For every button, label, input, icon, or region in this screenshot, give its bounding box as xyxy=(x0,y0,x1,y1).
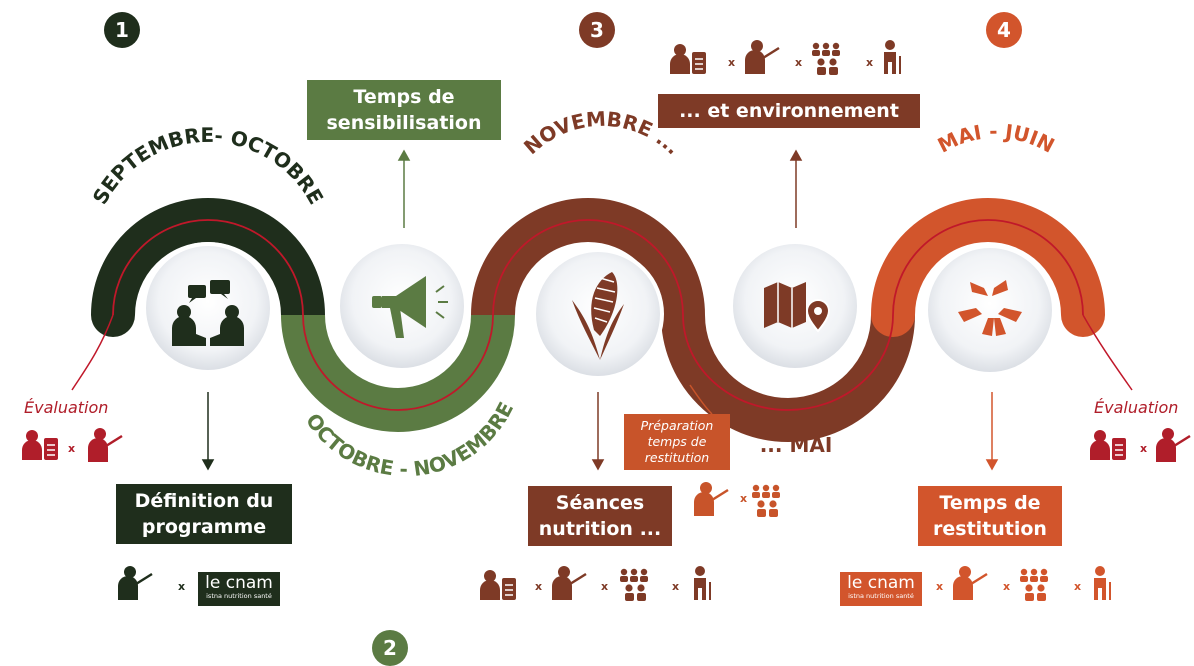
corn-icon xyxy=(572,272,624,360)
multiply-sign: x xyxy=(795,56,803,69)
restitution-box: Temps de restitution xyxy=(918,486,1062,546)
evaluation-connector-left xyxy=(71,314,114,391)
multiply-sign: x xyxy=(1003,580,1011,593)
box-line: programme xyxy=(141,516,267,538)
teacher-icon xyxy=(552,566,587,600)
cnam-logo: le cnam istna nutrition santé xyxy=(198,572,280,606)
period-label-4: ... MAI xyxy=(760,433,833,457)
step-badge-4: 4 xyxy=(986,12,1022,48)
teacher-icon xyxy=(1156,428,1191,462)
box-line: restitution xyxy=(933,518,1047,540)
box-line: sensibilisation xyxy=(326,112,482,134)
multiply-sign: x xyxy=(866,56,874,69)
multiply-sign: x xyxy=(936,580,944,593)
environnement-box: ... et environnement xyxy=(658,94,920,128)
period-label-1: SEPTEMBRE- OCTOBRE xyxy=(88,123,329,208)
arrow-step2 xyxy=(397,149,411,228)
box-line: Temps de xyxy=(353,86,455,108)
prep-line: restitution xyxy=(644,450,710,465)
arrow-step3b xyxy=(789,149,803,228)
period-label-5: MAI - JUIN xyxy=(934,119,1059,158)
prep-line: temps de xyxy=(647,434,707,449)
multiply-sign: x xyxy=(740,492,748,505)
logo-name: le cnam xyxy=(847,573,915,593)
teacher-icon xyxy=(745,40,780,74)
box-line: ... et environnement xyxy=(679,100,899,122)
nutritionist-icon xyxy=(480,570,516,600)
sensibilisation-box: Temps de sensibilisation xyxy=(307,80,501,140)
prep-line: Préparation xyxy=(640,418,714,433)
teacher-icon xyxy=(953,566,988,600)
box-line: Définition du xyxy=(134,490,274,512)
hands-circle-icon xyxy=(958,280,1022,336)
box-line: Séances xyxy=(555,492,645,514)
nutritionist-icon xyxy=(22,430,58,460)
wave-red-line xyxy=(112,219,1084,411)
preparation-connector xyxy=(689,384,713,415)
seances-nutrition-box: Séances nutrition ... xyxy=(528,486,672,546)
step-badge-2: 2 xyxy=(372,630,408,666)
arrow-step1 xyxy=(201,392,215,471)
multiply-sign: x xyxy=(535,580,543,593)
preparation-restitution-box: Préparation temps de restitution xyxy=(624,414,730,470)
elder-person-icon xyxy=(1094,566,1111,600)
multiply-sign: x xyxy=(68,442,76,455)
circle-step1 xyxy=(142,242,274,374)
group-people-icon xyxy=(620,568,648,601)
step-badge-3: 3 xyxy=(579,12,615,48)
teacher-icon xyxy=(118,566,153,600)
definition-programme-box: Définition du programme xyxy=(116,484,292,544)
logo-subtitle: istna nutrition santé xyxy=(848,592,914,600)
meeting-people-icon xyxy=(172,280,244,346)
elder-person-icon xyxy=(694,566,711,600)
group-people-icon xyxy=(1020,568,1048,601)
box-line: Temps de xyxy=(939,492,1041,514)
multiply-sign: x xyxy=(1140,442,1148,455)
arrow-step4 xyxy=(985,392,999,471)
multiply-sign: x xyxy=(1074,580,1082,593)
elder-person-icon xyxy=(884,40,901,74)
evaluation-label-left: Évaluation xyxy=(24,398,109,417)
multiply-sign: x xyxy=(601,580,609,593)
group-people-icon xyxy=(752,484,780,517)
multiply-sign: x xyxy=(178,580,186,593)
teacher-icon xyxy=(88,428,123,462)
cnam-logo: le cnam istna nutrition santé xyxy=(840,572,922,606)
teacher-icon xyxy=(694,482,729,516)
step-badge-1: 1 xyxy=(104,12,140,48)
nutritionist-icon xyxy=(1090,430,1126,460)
box-line: nutrition ... xyxy=(538,518,662,540)
wave-band-phase3b xyxy=(661,314,915,442)
circle-step4 xyxy=(924,244,1056,376)
map-pin-icon xyxy=(764,282,831,333)
logo-name: le cnam xyxy=(205,573,273,593)
multiply-sign: x xyxy=(728,56,736,69)
evaluation-label-right: Évaluation xyxy=(1094,398,1179,417)
nutritionist-icon xyxy=(670,44,706,74)
evaluation-connector-right xyxy=(1082,314,1133,391)
arrow-step3 xyxy=(591,392,605,471)
logo-subtitle: istna nutrition santé xyxy=(206,592,272,600)
group-people-icon xyxy=(812,42,840,75)
multiply-sign: x xyxy=(672,580,680,593)
megaphone-icon xyxy=(372,276,448,338)
